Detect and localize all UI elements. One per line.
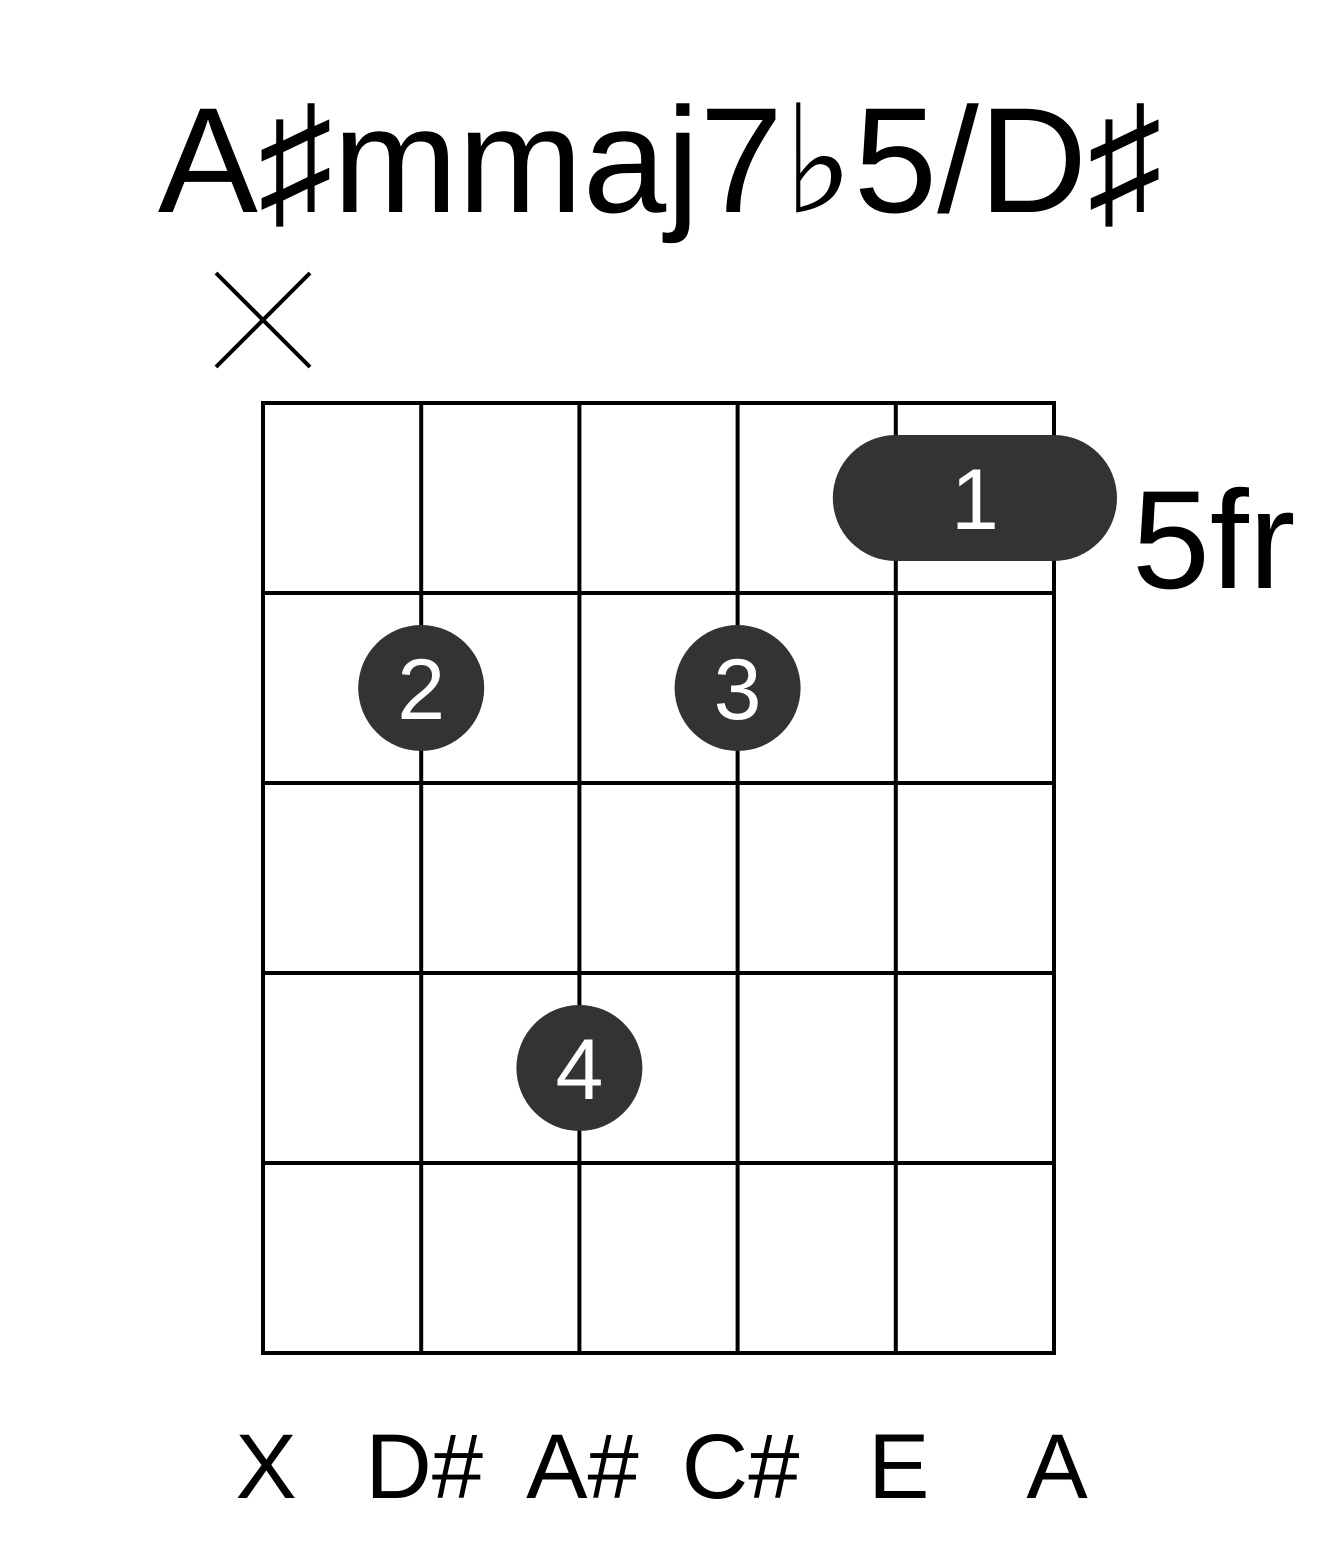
finger-number: 2 bbox=[397, 642, 445, 738]
string-note-label: A bbox=[1026, 1416, 1088, 1518]
finger-dots: 1 2 3 4 bbox=[358, 435, 1117, 1131]
barre-shape bbox=[832, 435, 1117, 561]
dot-shape bbox=[516, 1005, 643, 1131]
muted-string-icon bbox=[214, 271, 312, 369]
finger-dot-3: 3 bbox=[674, 625, 801, 751]
string-note-label: D# bbox=[365, 1416, 483, 1518]
string-note-label: E bbox=[868, 1416, 929, 1518]
string-note-label: A# bbox=[526, 1416, 639, 1518]
muted-markers bbox=[214, 271, 312, 369]
string-note-label: X bbox=[235, 1416, 296, 1518]
dot-shape bbox=[358, 625, 485, 751]
finger-dot-2: 2 bbox=[358, 625, 485, 751]
fretboard-grid bbox=[261, 401, 1056, 1355]
finger-dot-1: 1 bbox=[832, 435, 1117, 561]
finger-number: 1 bbox=[951, 452, 999, 548]
string-note-label: C# bbox=[682, 1416, 800, 1518]
finger-dot-4: 4 bbox=[516, 1005, 643, 1131]
finger-number: 4 bbox=[555, 1022, 603, 1118]
chord-name: A♯mmaj7♭5/D♯ bbox=[158, 76, 1162, 244]
finger-number: 3 bbox=[714, 642, 762, 738]
base-fret-label: 5fr bbox=[1132, 461, 1295, 618]
dot-shape bbox=[674, 625, 801, 751]
